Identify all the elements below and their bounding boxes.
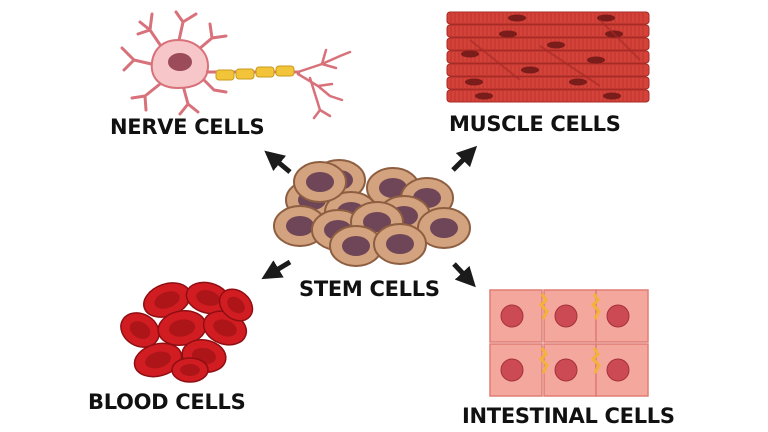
intestinal-cells-label: INTESTINAL CELLS <box>462 404 675 428</box>
muscle-cells-label: MUSCLE CELLS <box>449 112 621 136</box>
nerve-cell-illustration <box>120 10 352 120</box>
arrow-to-intestinal <box>452 262 476 288</box>
arrow-to-blood <box>261 259 292 280</box>
stem-cell-illustration <box>273 159 471 267</box>
intestinal-cell-illustration <box>489 289 649 397</box>
myelin-sheath <box>215 65 295 81</box>
blood-cell-illustration <box>120 281 254 383</box>
muscle-cell-illustration <box>446 11 650 103</box>
arrow-to-nerve <box>264 150 292 174</box>
blood-cells-label: BLOOD CELLS <box>88 390 246 414</box>
arrow-to-muscle <box>451 145 478 172</box>
stem-cells-label: STEM CELLS <box>299 277 440 301</box>
nerve-cells-label: NERVE CELLS <box>110 115 265 139</box>
